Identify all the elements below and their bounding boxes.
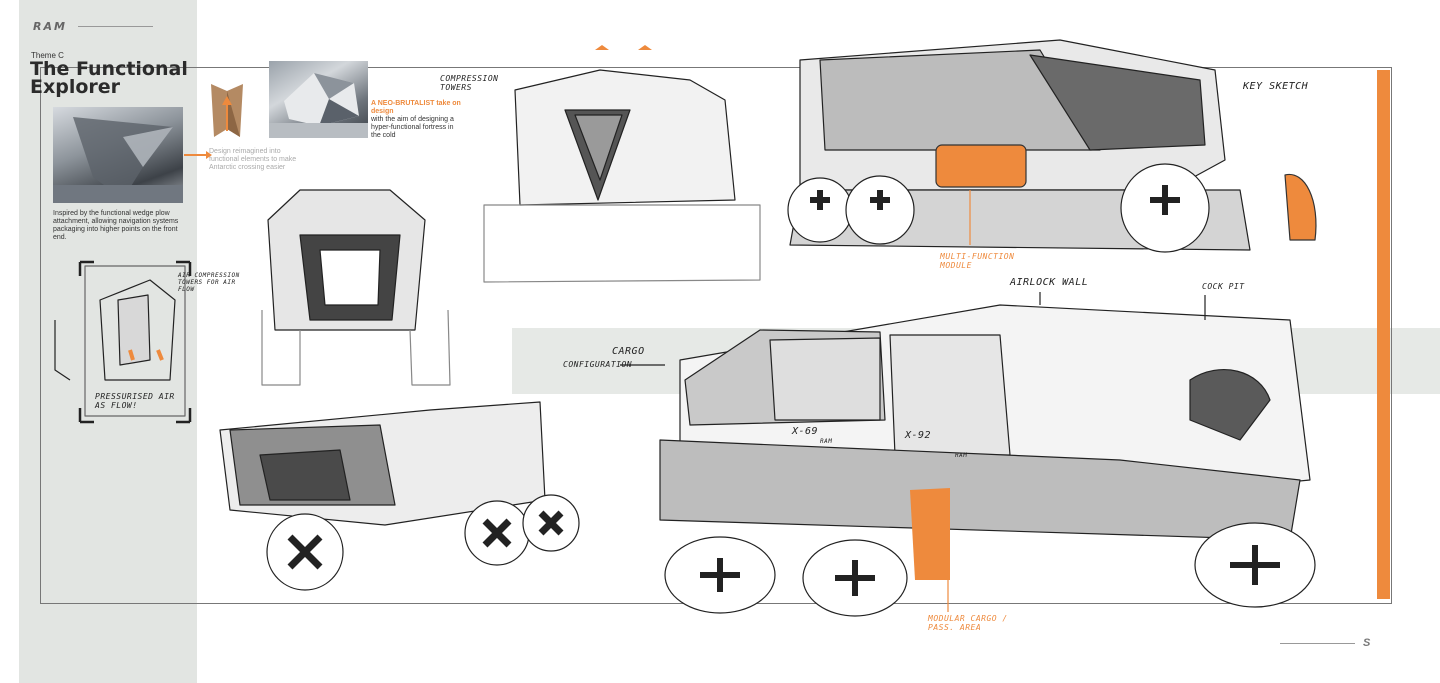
crate-brand-2: RAM <box>955 452 968 459</box>
front-view-sketch <box>261 189 451 386</box>
cargo-configuration-sketch <box>620 292 1316 617</box>
brand-logo: RAM <box>33 20 67 33</box>
annotation-airlock-wall: AIRLOCK WALL <box>1010 277 1089 288</box>
annotation-pressurised-air: PRESSURISED AIR AS FLOW! <box>95 392 175 410</box>
annotation-modular-cargo: MODULAR CARGO / PASS. AREA <box>928 614 1008 632</box>
annotation-air-compression: AIR COMPRESSION TOWERS FOR AIR FLOW <box>178 272 240 293</box>
side-view-sketch-top-center <box>483 45 761 283</box>
key-sketch-vehicle <box>787 39 1317 253</box>
annotation-key-sketch: KEY SKETCH <box>1243 81 1309 92</box>
theme-label: Theme C <box>31 51 64 60</box>
shelter-photo <box>269 61 368 138</box>
accent-bar <box>1377 70 1390 599</box>
title-line-2: Explorer <box>30 76 121 98</box>
page-title: The Functional Explorer <box>30 58 200 98</box>
crate-brand-1: RAM <box>820 438 833 445</box>
annotation-cockpit: COCK PIT <box>1202 282 1245 291</box>
neo-brutalist-body: with the aim of designing a hyper-functi… <box>371 116 454 139</box>
annotation-compression-towers: COMPRESSION TOWERS <box>440 74 499 92</box>
wedge-reference-photo <box>206 79 248 141</box>
design-caption: Design reimagined into functional elemen… <box>209 148 297 171</box>
shelter-shape <box>269 73 368 138</box>
crate-label-2: X-92 <box>905 430 932 441</box>
interior-thumbnail-sketch <box>54 260 192 424</box>
annotation-multi-function: MULTI-FUNCTION MODULE <box>940 252 1015 270</box>
annotation-configuration: CONFIGURATION <box>563 360 633 369</box>
crate-label-1: X-69 <box>792 426 819 437</box>
wedge-shape <box>211 84 243 137</box>
plow-caption: Inspired by the functional wedge plow at… <box>53 210 179 241</box>
plow-photo-shape <box>53 117 183 203</box>
side-view-sketch-bottom-left <box>219 401 580 591</box>
footer-logo: S <box>1363 637 1371 649</box>
title-line-1: The Functional <box>30 58 188 80</box>
footer-divider <box>1280 643 1355 644</box>
plow-photo <box>53 107 183 203</box>
neo-brutalist-highlight: A NEO-BRUTALIST take on design <box>371 100 461 115</box>
annotation-cargo: CARGO <box>612 346 645 357</box>
header-divider <box>78 26 153 27</box>
